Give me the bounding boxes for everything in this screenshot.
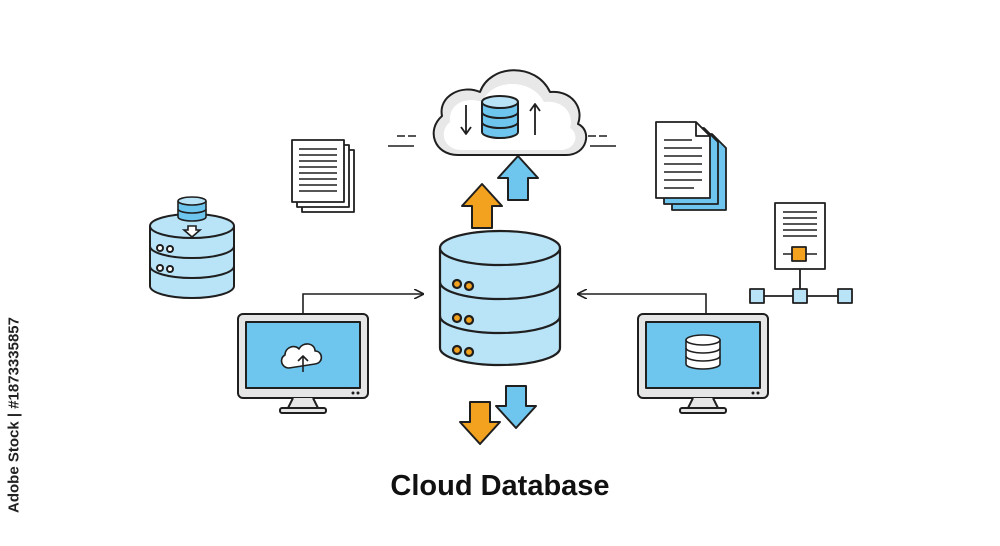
down-arrow-icons [459,385,537,445]
orange-up-arrow-icon [461,183,503,229]
blue-up-arrow-icon [497,155,539,201]
cloud-icon [388,69,616,156]
watermark-text: Adobe Stock | #1873335857 [5,317,23,513]
cloud-speed-lines-icon [388,135,616,147]
cloud-sync-arrows-icon [460,103,541,135]
connector-arrows [302,294,707,316]
central-database-icon [438,229,562,367]
document-network-icon [749,202,853,304]
left-monitor-to-db-connector [302,294,423,316]
document-stack-icon [291,139,355,213]
stock-watermark: Adobe Stock | #1873335857 [2,300,26,530]
monitor-upload-icon [237,313,369,414]
diagram-title: Cloud Database [390,470,610,502]
orange-down-arrow-icon [459,401,501,445]
database-download-icon [149,196,235,299]
mini-db-download-icon [177,196,207,239]
up-arrow-icons [461,155,539,229]
blue-down-arrow-icon [495,385,537,429]
cloud-database-icon [481,95,519,139]
cloud-upload-icon [280,343,323,372]
small-database-icon [685,334,721,370]
blue-document-stack-icon [655,121,727,211]
right-monitor-to-db-connector [578,294,707,316]
monitor-database-icon [637,313,769,414]
